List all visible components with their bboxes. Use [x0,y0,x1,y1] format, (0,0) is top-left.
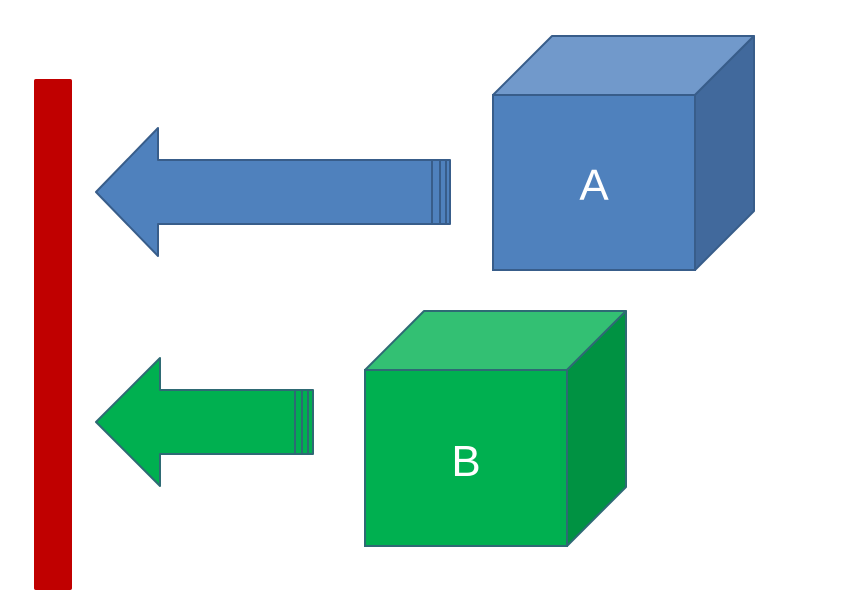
cube-b-label: B [451,437,480,486]
arrow-a [95,127,451,257]
wall [34,79,72,590]
arrow-b-body [95,357,314,487]
arrow-a-body [95,127,451,257]
arrow-b [95,357,314,487]
cube-b: B [364,310,627,547]
cube-b-front [364,369,568,547]
cube-a: A [492,35,755,271]
cube-a-front [492,94,696,271]
cube-a-label: A [579,161,609,210]
